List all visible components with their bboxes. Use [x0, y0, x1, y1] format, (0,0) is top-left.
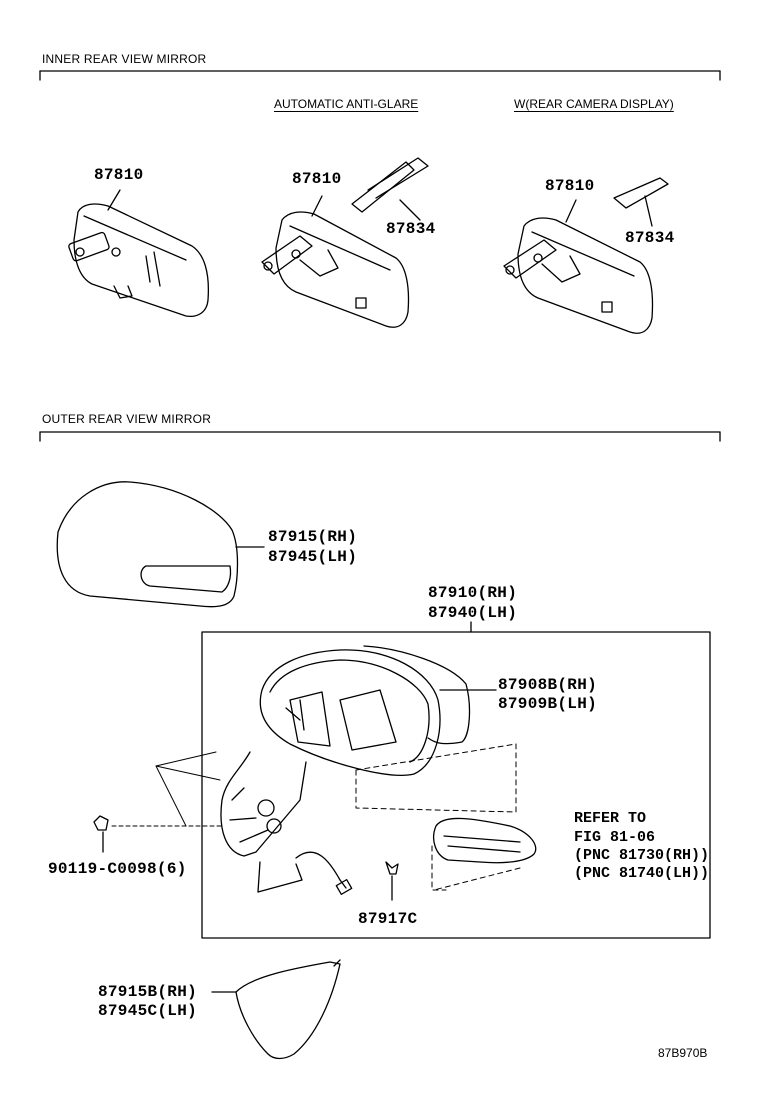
lower-cover-drawing — [211, 959, 341, 1060]
part-number-lower-cover-rh: 87915B(RH) — [98, 983, 198, 1001]
inner-section-bracket — [39, 70, 721, 81]
inner-mirror-3-drawing — [503, 177, 669, 334]
subhead-rear-camera: W(REAR CAMERA DISPLAY) — [514, 97, 674, 111]
part-number-lamp-screw: 87917C — [358, 910, 418, 928]
refer-line-4: (PNC 81740(LH)) — [574, 865, 710, 882]
part-number-screw: 90119-C0098(6) — [48, 860, 187, 878]
turn-lamp-drawing — [355, 743, 537, 901]
inner-mirror-2-drawing — [261, 157, 429, 328]
subhead-auto-anti-glare: AUTOMATIC ANTI-GLARE — [274, 97, 419, 111]
refer-line-1: REFER TO — [574, 810, 647, 827]
outer-section-title: OUTER REAR VIEW MIRROR — [42, 412, 212, 426]
refer-line-2: FIG 81-06 — [574, 829, 656, 846]
part-number-cover-3: 87834 — [625, 229, 675, 247]
part-number-mirror-glass-lh: 87909B(LH) — [498, 695, 598, 713]
figure-code: 87B970B — [658, 1046, 708, 1060]
part-number-inner-mirror-3: 87810 — [545, 177, 595, 195]
outer-section-bracket — [39, 431, 721, 442]
part-number-lower-cover-lh: 87945C(LH) — [98, 1002, 198, 1020]
part-number-inner-mirror-2: 87810 — [292, 170, 342, 188]
part-number-outer-cover-lh: 87945(LH) — [268, 548, 358, 566]
part-number-outer-cover-rh: 87915(RH) — [268, 528, 358, 546]
screw-drawing — [93, 815, 109, 853]
inner-section-title: INNER REAR VIEW MIRROR — [42, 52, 207, 66]
inner-mirror-1-drawing — [68, 189, 210, 318]
part-number-inner-mirror-1: 87810 — [94, 166, 144, 184]
screw-pointer-lines — [111, 751, 223, 827]
part-number-cover-2: 87834 — [386, 220, 436, 238]
outer-assy-box — [201, 631, 711, 939]
outer-mirror-assy-drawing — [220, 645, 497, 895]
part-number-outer-assy-rh: 87910(RH) — [428, 584, 518, 602]
part-number-mirror-glass-rh: 87908B(RH) — [498, 676, 598, 694]
refer-line-3: (PNC 81730(RH)) — [574, 847, 710, 864]
outer-mirror-cover-drawing — [56, 481, 265, 608]
part-number-outer-assy-lh: 87940(LH) — [428, 604, 518, 622]
